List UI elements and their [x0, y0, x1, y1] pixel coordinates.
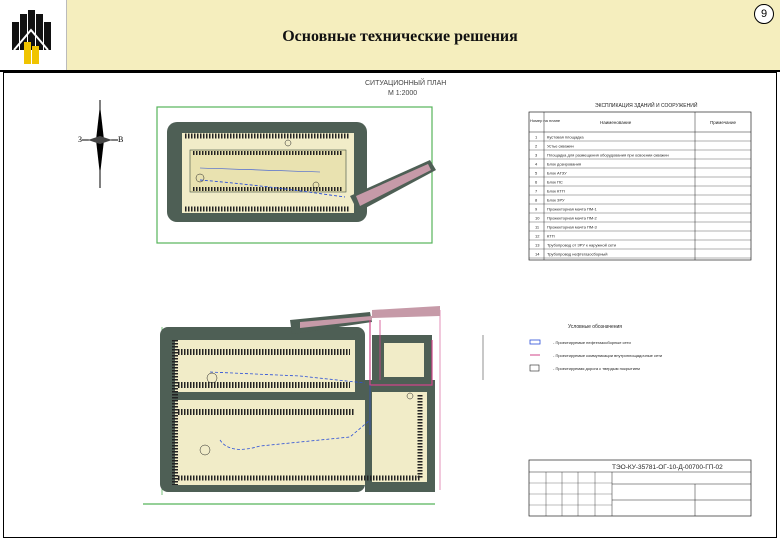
top-plan: [156, 106, 436, 244]
legend-title: Условные обозначения: [568, 324, 622, 330]
explication-table: ЭКСПЛИКАЦИЯ ЗДАНИЙ И СООРУЖЕНИЙ Номер на…: [528, 101, 752, 261]
explication-row-num: 14: [535, 252, 540, 257]
explication-row-num: 11: [535, 225, 540, 230]
explication-row-num: 4: [535, 162, 538, 167]
legend-item-2: - Проектируемые коммуникации внутриплоща…: [553, 353, 662, 358]
explication-row-name: Блок ЗРУ: [547, 198, 565, 203]
content-frame: [3, 72, 777, 538]
west-label: З: [78, 135, 82, 144]
explication-row-name: Блок АГЗУ: [547, 171, 567, 176]
explication-row-num: 9: [535, 207, 538, 212]
explication-row-name: Блок ПС: [547, 180, 563, 185]
explication-row-name: Блок КТП: [547, 189, 565, 194]
explication-row-num: 3: [535, 153, 538, 158]
explication-row-name: Прожекторная мачта ПМ-3: [547, 225, 598, 230]
bottom-plan: [143, 306, 441, 505]
explication-row-name: Устье скважин: [547, 144, 574, 149]
explication-row-name: Трубопровод от ЗРУ к наружной сети: [547, 243, 616, 248]
explication-row-num: 12: [535, 234, 540, 239]
explication-header-name: Наименование: [600, 120, 632, 125]
explication-row-name: Блок дозирования: [547, 162, 581, 167]
page-title: Основные технические решения: [282, 28, 518, 45]
top-plan-caption: СИТУАЦИОННЫЙ ПЛАН: [365, 78, 446, 87]
explication-row-name: Кустовая площадка: [547, 135, 584, 140]
legend-item-3: - Проектируемая дорога с твердым покрыти…: [553, 366, 640, 371]
explication-row-name: КТП: [547, 234, 555, 239]
explication-header-note: Примечание: [710, 120, 737, 125]
explication-row-num: 1: [535, 135, 538, 140]
legend: Условные обозначения - Проектируемые неф…: [482, 324, 662, 380]
company-logo: [12, 10, 51, 64]
explication-row-name: Площадка для размещения оборудования при…: [547, 153, 669, 158]
explication-row-num: 5: [535, 171, 538, 176]
east-label: В: [118, 135, 123, 144]
explication-row-num: 10: [535, 216, 540, 221]
explication-row-num: 13: [535, 243, 540, 248]
stamp-code: ТЭО-КУ-35781-ОГ-10-Д-00700-ГП-02: [612, 464, 723, 471]
explication-header-num: Номер на плане: [530, 118, 561, 123]
explication-row-num: 7: [535, 189, 538, 194]
page-number: 9: [754, 4, 774, 24]
top-plan-scale: М 1:2000: [388, 90, 417, 97]
north-arrow: З В: [78, 100, 123, 188]
slide-header: Основные технические решения 9: [0, 0, 780, 72]
explication-row-num: 6: [535, 180, 538, 185]
explication-title: ЭКСПЛИКАЦИЯ ЗДАНИЙ И СООРУЖЕНИЙ: [595, 101, 698, 109]
explication-row-num: 2: [535, 144, 538, 149]
explication-row-name: Прожекторная мачта ПМ-2: [547, 216, 598, 221]
legend-item-1: - Проектируемые нефтегазосборные сети: [553, 340, 631, 345]
logo-area: [0, 0, 67, 70]
stamp-block: ТЭО-КУ-35781-ОГ-10-Д-00700-ГП-02: [528, 459, 752, 517]
explication-row-num: 8: [535, 198, 538, 203]
explication-row-name: Прожекторная мачта ПМ-1: [547, 207, 598, 212]
explication-row-name: Трубопровод нефтегазосборный: [547, 252, 608, 257]
